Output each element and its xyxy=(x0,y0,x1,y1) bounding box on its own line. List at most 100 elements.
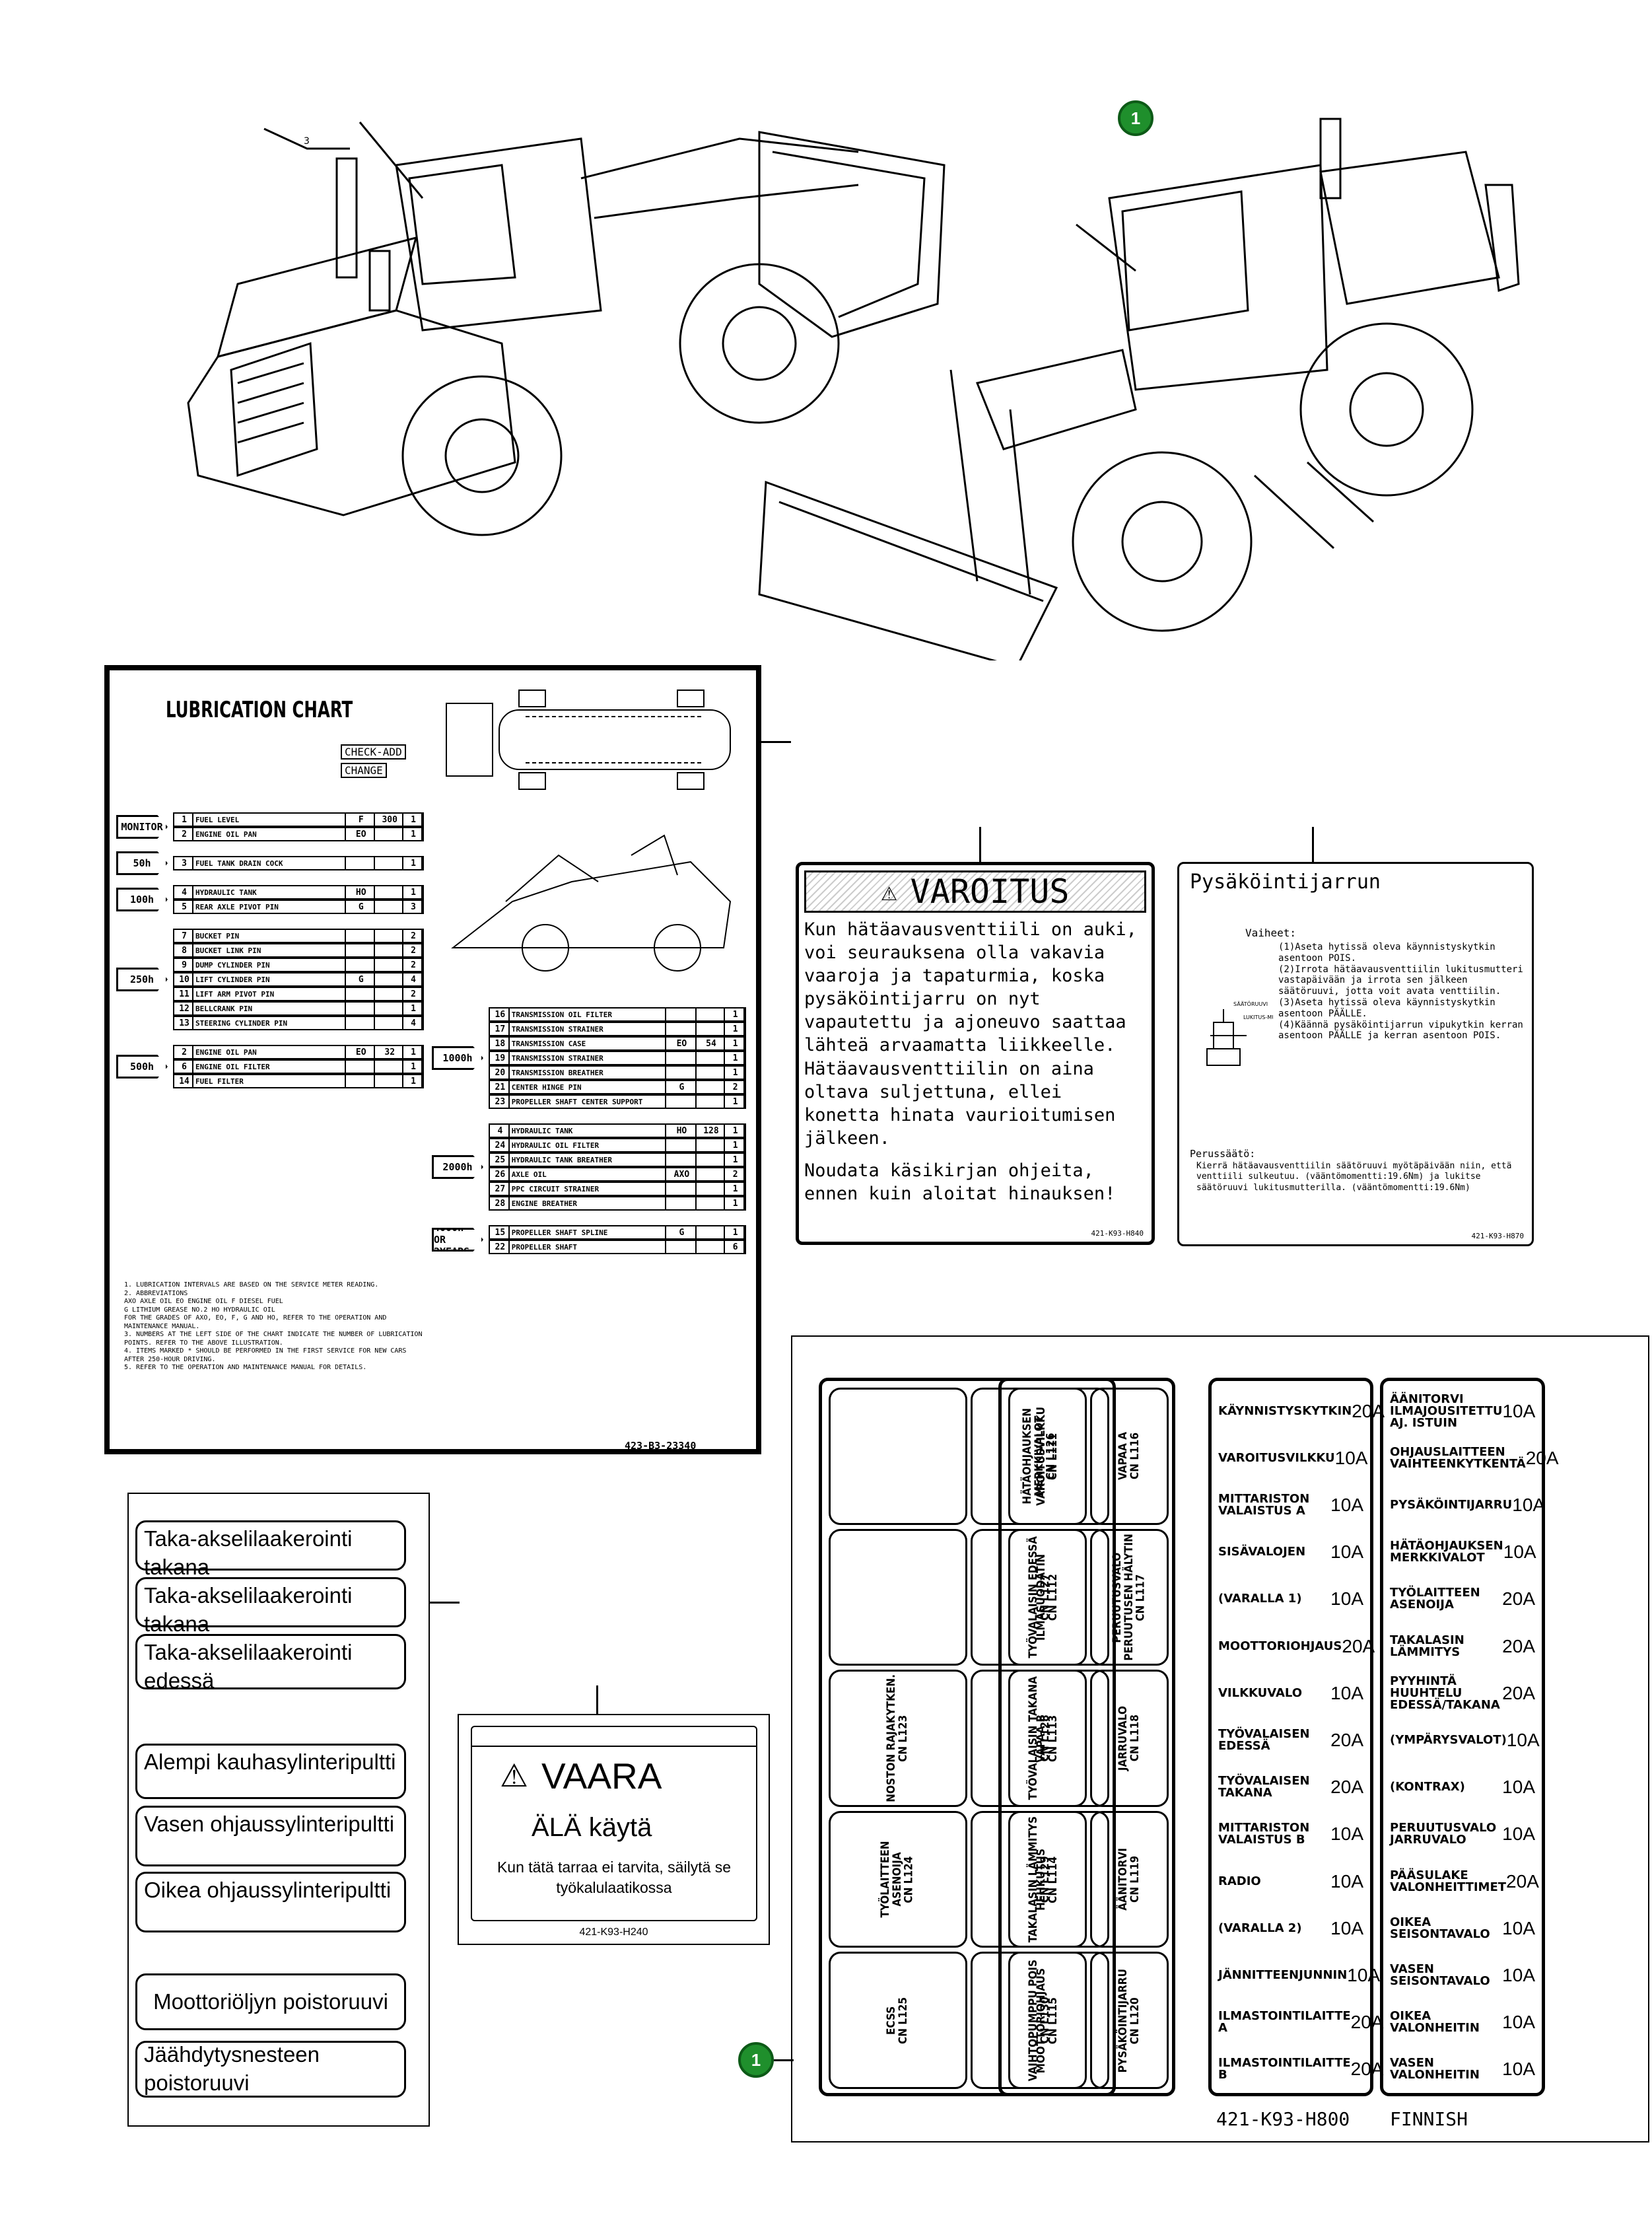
row-points: 4 xyxy=(403,1017,423,1029)
row-code: HO xyxy=(346,886,376,898)
varoitus-header: ⚠ VAROITUS xyxy=(804,870,1146,913)
row-points: 2 xyxy=(403,959,423,971)
tag-taka-akseli-2: Taka-akselilaakerointi takana xyxy=(135,1577,406,1636)
row-qty xyxy=(375,1017,403,1029)
fuse-amperage: 10A xyxy=(1334,1447,1368,1468)
callout-bottom[interactable]: 1 xyxy=(738,2042,774,2078)
row-code xyxy=(346,944,376,956)
row-qty xyxy=(697,1168,726,1180)
fuse-name: MITTARISTON VALAISTUS B xyxy=(1218,1821,1310,1847)
row-item: LIFT CYLINDER PIN xyxy=(193,974,347,985)
row-points: 1 xyxy=(403,1061,423,1073)
row-code xyxy=(346,1003,376,1014)
fuse-name: MITTARISTON VALAISTUS A xyxy=(1218,1491,1310,1518)
row-item: TRANSMISSION CASE xyxy=(510,1038,667,1049)
fuse-amperage: 10A xyxy=(1503,1541,1536,1563)
fuse-amperage: 10A xyxy=(1506,1729,1540,1750)
row-qty xyxy=(697,1052,726,1064)
row-qty xyxy=(697,1241,726,1253)
row-item: TRANSMISSION STRAINER xyxy=(510,1023,667,1035)
fuse-amperage: 10A xyxy=(1330,1682,1363,1703)
vaara-part-no: 421-K93-H240 xyxy=(579,1927,648,1938)
row-qty xyxy=(375,944,403,956)
row-item: PROPELLER SHAFT SPLINE xyxy=(510,1226,667,1238)
fuse-cell-label: PERUUTUSVALO PERUUTUSEN HÄLYTIN CN L117 xyxy=(1110,1534,1148,1661)
danger-triangle-icon: ⚠ xyxy=(500,1759,529,1794)
warning-triangle-icon: ⚠ xyxy=(881,876,897,907)
step-3: (3)Aseta hytissä oleva käynnistyskytkin … xyxy=(1278,997,1496,1019)
fuse-cell-label: MOOTTORIOHJAUS CN L115 xyxy=(1034,1967,1060,2073)
interval-2: 100h xyxy=(116,888,168,911)
row-no: 20 xyxy=(490,1067,510,1079)
fuse-cell: TYÖLAITTEEN ASENOIJA CN L124 xyxy=(829,1810,967,1948)
row-qty xyxy=(375,886,403,898)
row-code: G xyxy=(346,901,376,913)
row-qty xyxy=(697,1023,726,1035)
fuse-cell: ECSS CN L125 xyxy=(829,1952,967,2089)
varoitus-title: VAROITUS xyxy=(910,872,1070,911)
row-qty xyxy=(375,1003,403,1014)
fuse-amperage: 20A xyxy=(1350,2012,1384,2033)
leader-label-3: 3 xyxy=(304,136,310,147)
fuse-name: ILMASTOINTILAITTE B xyxy=(1218,2056,1351,2082)
fuse-amperage: 10A xyxy=(1330,1824,1363,1845)
row-no: 5 xyxy=(174,901,194,913)
row-code: EO xyxy=(666,1038,697,1049)
fuse-cell xyxy=(829,1528,967,1666)
row-qty: 300 xyxy=(375,814,403,826)
row-no: 12 xyxy=(174,1003,194,1014)
fuse-name: RADIO xyxy=(1218,1874,1261,1888)
fuse-name: OIKEA VALONHEITIN xyxy=(1390,2009,1480,2036)
lubrication-chart-title: LUBRICATION CHART xyxy=(166,697,353,723)
fuse-name: VASEN VALONHEITIN xyxy=(1390,2056,1480,2082)
fuse-amperage: 10A xyxy=(1502,1824,1535,1845)
row-no: 13 xyxy=(174,1017,194,1029)
row-points: 1 xyxy=(403,857,423,869)
callout-top[interactable]: 1 xyxy=(1118,100,1153,136)
row-no: 2 xyxy=(174,828,194,840)
vaara-header: ⚠ VAARA xyxy=(500,1755,662,1797)
row-points: 1 xyxy=(725,1197,745,1209)
note-2: 2. ABBREVIATIONS xyxy=(124,1289,188,1297)
row-item: CENTER HINGE PIN xyxy=(510,1081,667,1093)
note-2b: G LITHIUM GREASE NO.2 HO HYDRAULIC OIL xyxy=(124,1306,275,1314)
row-item: PPC CIRCUIT STRAINER xyxy=(510,1183,667,1195)
tag-oikea-ohjaussylinteripultti: Oikea ohjaussylinteripultti xyxy=(135,1872,406,1932)
row-qty: 128 xyxy=(697,1125,726,1137)
pysakointi-steps-title: Vaiheet: xyxy=(1245,927,1297,939)
note-2c: FOR THE GRADES OF AXO, EO, F, G AND HO, … xyxy=(124,1314,387,1330)
fuse-cell-label: JARRUVALO CN L118 xyxy=(1116,1705,1142,1771)
fuse-amperage: 20A xyxy=(1502,1635,1535,1656)
fuse-amperage: 20A xyxy=(1502,1682,1535,1703)
row-no: 4 xyxy=(490,1125,510,1137)
row-qty xyxy=(697,1139,726,1151)
fuse-cell: PYSÄKÖINTIJARRU CN L120 xyxy=(1090,1952,1169,2089)
row-code xyxy=(346,1017,376,1029)
row-qty: 32 xyxy=(375,1046,403,1058)
fuse-name: PÄÄSULAKE VALONHEITTIMET xyxy=(1390,1868,1507,1894)
row-item: TRANSMISSION STRAINER xyxy=(510,1052,667,1064)
fuse-amperage: 10A xyxy=(1330,1917,1363,1938)
row-code xyxy=(666,1096,697,1108)
fuse-part-no: 421-K93-H800 xyxy=(1216,2108,1350,2130)
row-no: 3 xyxy=(174,857,194,869)
